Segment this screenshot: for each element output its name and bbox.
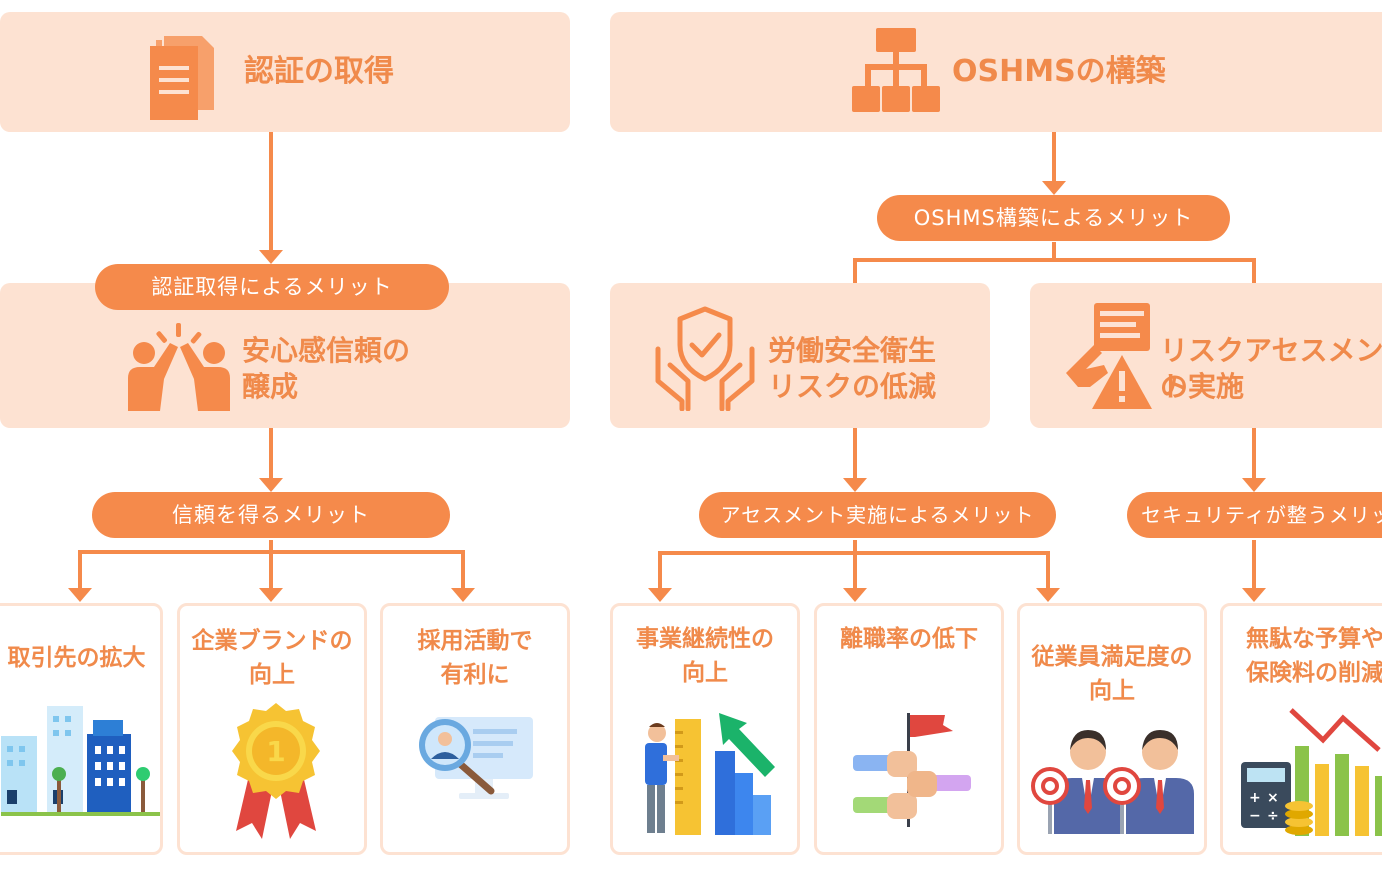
card-title: 採用活動で 有利に: [417, 628, 533, 688]
employees-ok-signs-illustration: [1031, 730, 1194, 834]
card-title: 無駄な予算や 保険料の削減: [1246, 626, 1382, 686]
calculator-chart-illustration: + × −÷: [1241, 708, 1382, 836]
shield-hands-icon: [655, 306, 755, 411]
growth-chart-illustration: [645, 713, 775, 835]
right-header-title: OSHMSの構築: [952, 54, 1166, 89]
risk-reduction-panel: 労働安全衛生 リスクの低減: [610, 283, 990, 428]
document-icon: [150, 36, 214, 120]
left-sub-merit-pill: 信頼を得るメリット: [92, 492, 450, 538]
search-candidate-illustration: [419, 717, 533, 799]
hands-flag-illustration: [853, 713, 971, 827]
buildings-illustration: [1, 706, 160, 816]
card-employee-satisfaction: 従業員満足度の 向上: [1017, 603, 1207, 855]
left-header-panel: 認証の取得: [0, 12, 570, 132]
svg-text:−: −: [1249, 808, 1261, 824]
risk-assessment-title-line2: の実施: [1160, 370, 1245, 403]
card-title: 離職率の低下: [840, 626, 978, 652]
org-chart-icon: [852, 28, 940, 112]
card-brand-improvement: 企業ブランドの 向上 1: [177, 603, 367, 855]
card-title: 企業ブランドの 向上: [191, 628, 353, 688]
left-header-title: 認証の取得: [244, 54, 394, 89]
card-title: 事業継続性の 向上: [636, 626, 774, 686]
svg-text:1: 1: [266, 735, 285, 768]
high-five-icon: [128, 323, 230, 411]
risk-reduction-title-line1: 労働安全衛生: [768, 334, 937, 367]
risk-reduction-title-line2: リスクの低減: [768, 370, 937, 403]
risk-assessment-title-line1: リスクアセスメント: [1160, 334, 1382, 403]
card-recruiting-advantage: 採用活動で 有利に: [380, 603, 570, 855]
risk-assessment-panel: リスクアセスメント の実施: [1030, 283, 1382, 428]
card-client-expansion: 取引先の拡大: [0, 603, 163, 855]
right-main-merit-pill: OSHMS構築によるメリット: [877, 195, 1230, 241]
card-turnover-reduction: 離職率の低下: [814, 603, 1004, 855]
hand-warning-icon: [1066, 303, 1152, 409]
svg-text:÷: ÷: [1267, 808, 1279, 824]
card-business-continuity: 事業継続性の 向上: [610, 603, 800, 855]
svg-text:+: +: [1249, 790, 1261, 806]
card-title: 従業員満足度の 向上: [1031, 644, 1193, 704]
security-merit-pill: セキュリティが整うメリット: [1127, 492, 1382, 538]
svg-text:×: ×: [1267, 790, 1279, 806]
assessment-merit-pill: アセスメント実施によるメリット: [699, 492, 1056, 538]
left-benefit-title-line2: 醸成: [242, 370, 299, 403]
award-medal-illustration: 1: [232, 703, 320, 839]
card-title: 取引先の拡大: [7, 645, 146, 671]
right-header-panel: OSHMSの構築: [610, 12, 1382, 132]
left-benefit-title-line1: 安心感信頼の: [242, 334, 411, 367]
card-budget-reduction: 無駄な予算や 保険料の削減 + × −÷: [1220, 603, 1382, 855]
left-main-merit-pill: 認証取得によるメリット: [95, 264, 449, 310]
